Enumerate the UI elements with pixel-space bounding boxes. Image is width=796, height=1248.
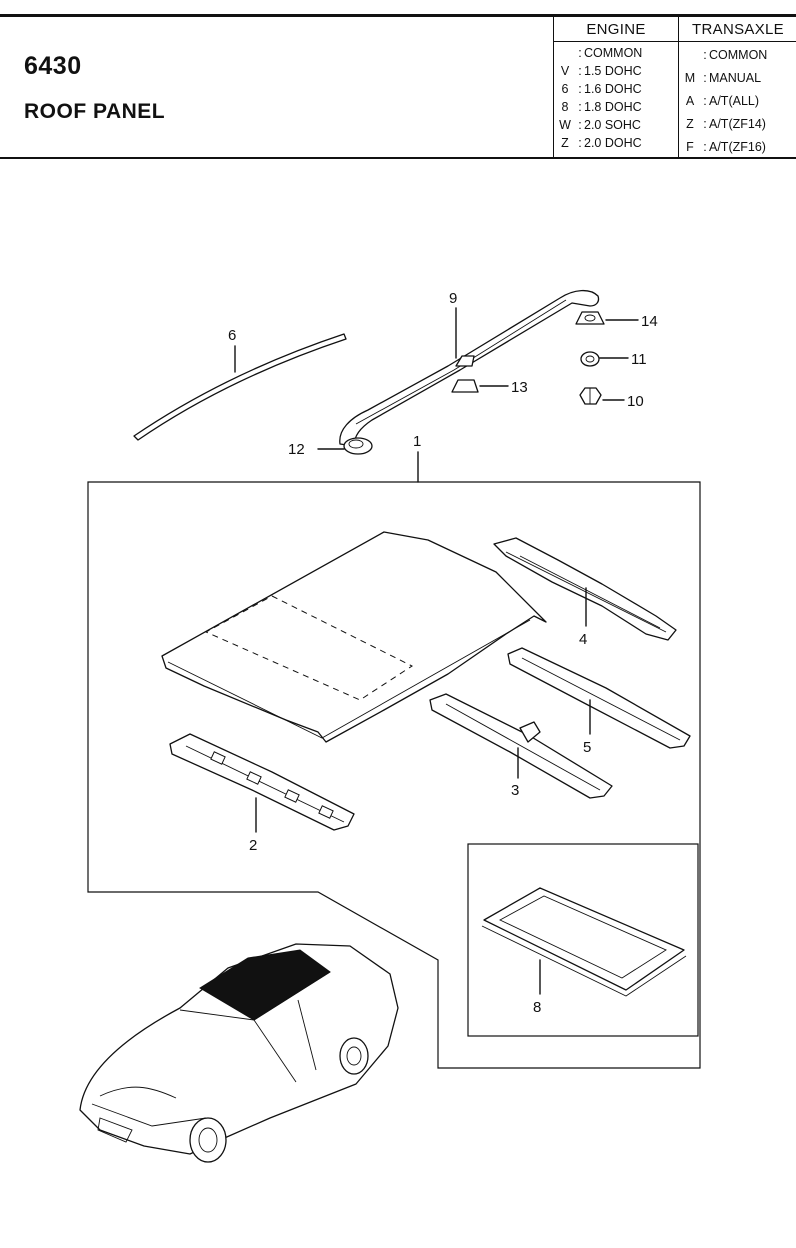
callout-10: 10 [627, 393, 644, 410]
sunroof-frame-box [467, 843, 699, 1037]
code-label: MANUAL [709, 71, 762, 85]
part-number: 6430 [24, 52, 82, 80]
code-separator: : [703, 71, 707, 85]
callout-11: 11 [631, 351, 647, 368]
code-separator: : [578, 64, 582, 78]
code-key: W [559, 118, 571, 132]
code-label: COMMON [709, 48, 768, 62]
reference-sedan-illustration [79, 943, 399, 1163]
code-key: 6 [561, 82, 569, 96]
callout-8: 8 [533, 999, 541, 1016]
code-key: F [686, 140, 694, 154]
callout-1: 1 [413, 433, 421, 450]
code-label: 1.6 DOHC [584, 82, 642, 96]
callout-3: 3 [511, 782, 519, 799]
code-key: A [685, 94, 695, 108]
header-top-rule [0, 14, 796, 17]
code-key: V [560, 64, 570, 78]
code-key: 8 [561, 100, 569, 114]
code-key: M [684, 71, 696, 85]
engine-code-list: :COMMON V:1.5 DOHC 6:1.6 DOHC 8:1.8 DOHC… [554, 42, 678, 152]
engine-code-row: V:1.5 DOHC [554, 62, 678, 80]
callout-4: 4 [579, 631, 587, 648]
transaxle-code-row: M:MANUAL [679, 67, 796, 90]
code-label: 2.0 SOHC [584, 118, 641, 132]
code-key: Z [686, 117, 694, 131]
engine-heading: ENGINE [554, 17, 678, 42]
engine-code-row: Z:2.0 DOHC [554, 134, 678, 152]
code-separator: : [578, 82, 582, 96]
washer[interactable] [580, 351, 600, 367]
code-label: COMMON [584, 46, 643, 60]
transaxle-code-table: TRANSAXLE :COMMON M:MANUAL A:A/T(ALL) Z:… [678, 17, 796, 157]
code-label: 1.5 DOHC [584, 64, 642, 78]
code-separator: : [578, 100, 582, 114]
rail-pad-14[interactable] [575, 311, 605, 325]
code-key: Z [561, 136, 569, 150]
transaxle-code-row: F:A/T(ZF16) [679, 136, 796, 159]
code-separator: : [703, 94, 707, 108]
roof-molding-strip[interactable] [133, 333, 347, 441]
hex-nut[interactable] [579, 387, 602, 405]
code-separator: : [703, 140, 707, 154]
code-label: A/T(ALL) [709, 94, 760, 108]
catalog-header: 6430 ROOF PANEL ENGINE :COMMON V:1.5 DOH… [0, 14, 796, 160]
callout-12: 12 [288, 441, 305, 458]
code-label: 2.0 DOHC [584, 136, 642, 150]
roof-bow-rear[interactable] [507, 647, 691, 749]
rail-end-cover[interactable] [343, 437, 373, 455]
callout-5: 5 [583, 739, 591, 756]
callout-14: 14 [641, 313, 658, 330]
transaxle-heading: TRANSAXLE [679, 17, 796, 42]
code-label: A/T(ZF14) [709, 117, 766, 131]
header-bottom-rule [0, 157, 796, 159]
code-label: 1.8 DOHC [584, 100, 642, 114]
callout-2: 2 [249, 837, 257, 854]
code-separator: : [578, 136, 582, 150]
engine-code-table: ENGINE :COMMON V:1.5 DOHC 6:1.6 DOHC 8:1… [553, 17, 678, 157]
roof-rack-rail[interactable] [339, 289, 600, 447]
callout-9: 9 [449, 290, 457, 307]
transaxle-code-row: A:A/T(ALL) [679, 90, 796, 113]
engine-code-row: 8:1.8 DOHC [554, 98, 678, 116]
transaxle-code-row: :COMMON [679, 44, 796, 67]
engine-code-row: W:2.0 SOHC [554, 116, 678, 134]
transaxle-code-row: Z:A/T(ZF14) [679, 113, 796, 136]
transaxle-code-list: :COMMON M:MANUAL A:A/T(ALL) Z:A/T(ZF14) … [679, 42, 796, 159]
part-title: ROOF PANEL [24, 100, 166, 123]
roof-panel[interactable] [161, 531, 547, 743]
code-separator: : [703, 117, 707, 131]
code-separator: : [578, 118, 582, 132]
code-separator: : [578, 46, 582, 60]
callout-6: 6 [228, 327, 236, 344]
front-roof-header-rail[interactable] [169, 733, 355, 831]
roof-bow-middle[interactable] [429, 693, 613, 799]
engine-code-row: 6:1.6 DOHC [554, 80, 678, 98]
code-separator: : [703, 48, 707, 62]
roof-assembly-bracket [87, 481, 701, 1069]
callout-13: 13 [511, 379, 528, 396]
engine-code-row: :COMMON [554, 44, 678, 62]
code-label: A/T(ZF16) [709, 140, 766, 154]
sunroof-frame[interactable] [481, 887, 687, 997]
rail-pad-13[interactable] [451, 355, 479, 393]
